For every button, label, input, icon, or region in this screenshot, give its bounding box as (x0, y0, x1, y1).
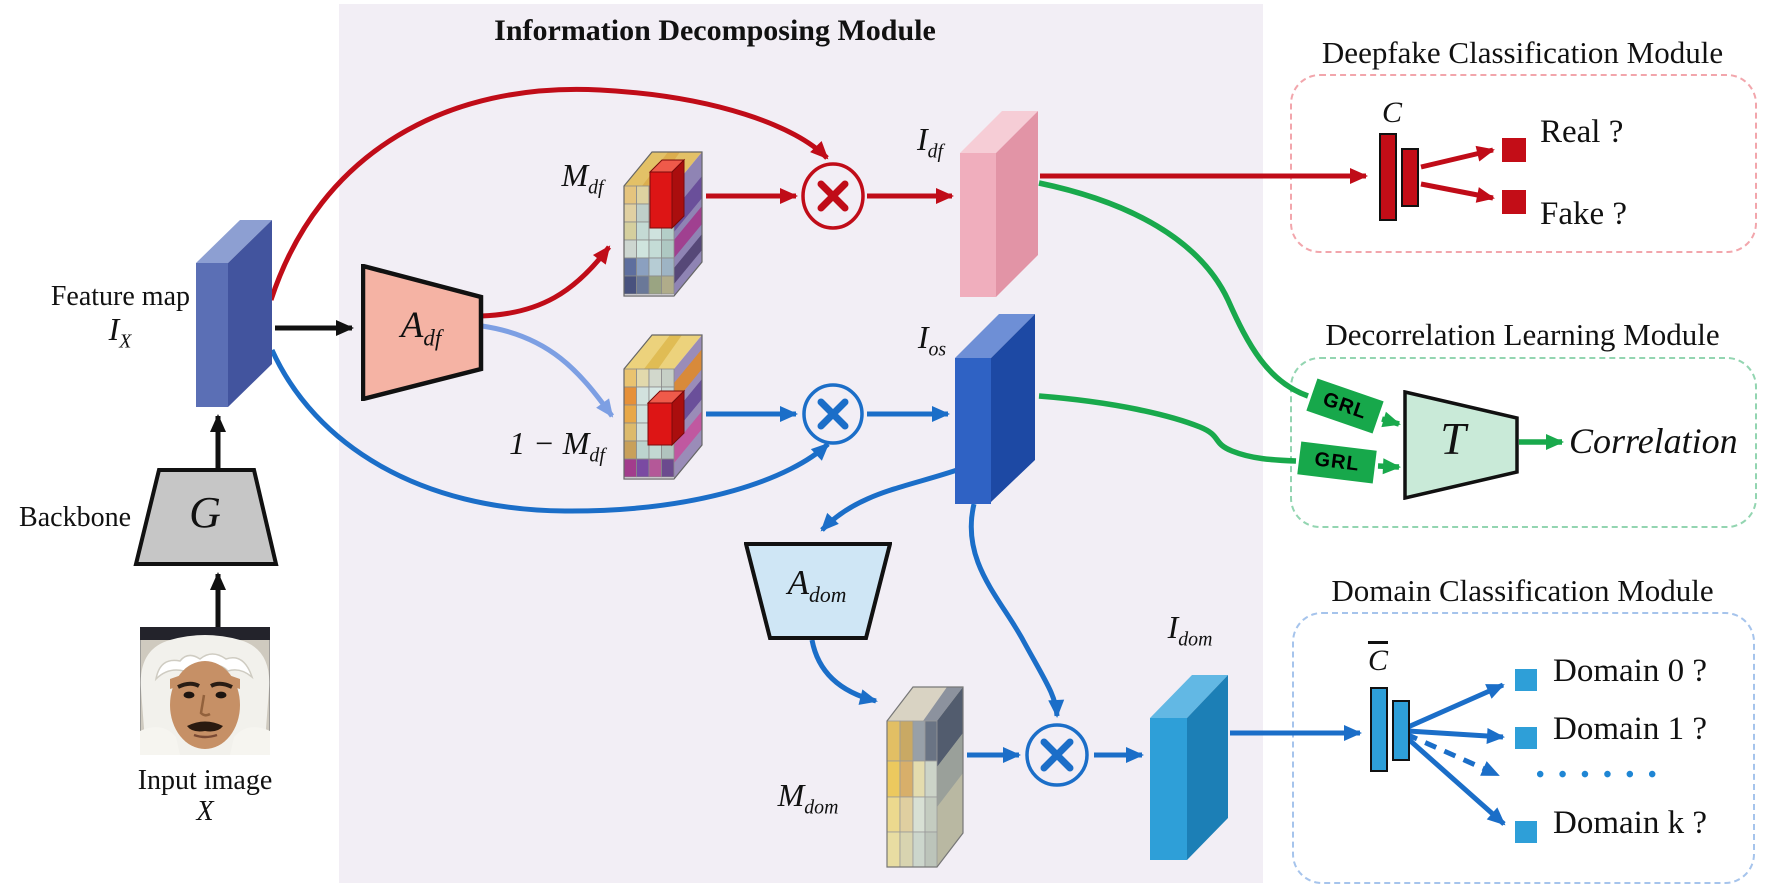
input-image (139, 626, 271, 760)
adom-trapezoid (743, 542, 893, 646)
ios-slab (955, 312, 1037, 509)
panel-title: Information Decomposing Module (494, 14, 936, 47)
curve-ix-to-multiply-os (269, 348, 830, 514)
multiply-icon-os (802, 383, 864, 445)
deepfake-module-box (1290, 74, 1757, 253)
grl-label: GRL (1313, 448, 1361, 476)
domain-classifier-bar-1 (1370, 687, 1388, 772)
idf-slab (960, 109, 1040, 304)
deepfake-module-title: Deepfake Classification Module (1321, 35, 1724, 70)
curve-ios-to-multiply-dom (968, 503, 1065, 718)
mdom-label: Mdom (777, 777, 839, 819)
arrow-classifier-to-ellipsis (1404, 731, 1500, 778)
deepfake-classifier-bar-1 (1379, 133, 1397, 221)
backbone-symbol: G (189, 488, 221, 537)
backbone-trapezoid (133, 468, 279, 572)
curve-ios-to-grl2 (1038, 393, 1297, 464)
information-decomposing-panel (339, 4, 1263, 883)
feature-map-slab (196, 218, 274, 413)
feature-map-label: Feature map (50, 281, 190, 312)
mdf-mask-cube (620, 140, 706, 303)
domain0-label: Domain 0 ? (1553, 653, 1707, 689)
arrow-classifier-to-real (1420, 145, 1495, 170)
decorrelation-module-box (1290, 357, 1757, 528)
curve-idf-to-grl1 (1038, 180, 1309, 399)
deepfake-classifier-bar-2 (1401, 148, 1419, 207)
mdf-label: Mdf (561, 157, 604, 199)
domain-module-title: Domain Classification Module (1331, 573, 1714, 608)
adf-trapezoid (360, 263, 484, 406)
real-output-square (1502, 138, 1526, 162)
backbone-label: Backbone (19, 502, 131, 533)
arrow-classifier-to-domain1 (1407, 728, 1505, 744)
arrow-grl2-to-t (1377, 458, 1401, 475)
adom-label: Adom (787, 563, 847, 607)
feature-map-symbol: IX (108, 311, 132, 353)
real-label: Real ? (1540, 114, 1624, 150)
one-minus-mdf-label: 1 − Mdf (509, 425, 605, 467)
domain-classifier-label: C (1367, 644, 1388, 677)
input-image-label: Input image (137, 765, 273, 796)
input-image-symbol: X (196, 796, 214, 827)
curve-ios-to-adom (820, 466, 961, 532)
domain-ellipsis: • • • • • • (1536, 762, 1661, 788)
idom-label: Idom (1167, 609, 1213, 651)
curve-adom-to-mdom (809, 639, 878, 705)
domain-classifier-bar-2 (1392, 700, 1410, 761)
arrow-classifier-to-domain0 (1406, 682, 1505, 730)
adf-label: Adf (400, 305, 442, 351)
curve-adf-to-one-minus-mdf (481, 323, 615, 418)
multiply-icon-df (801, 162, 865, 230)
one-minus-mdf-cube (620, 321, 706, 488)
decorrelation-module-title: Decorrelation Learning Module (1325, 317, 1720, 352)
t-trapezoid (1403, 389, 1520, 505)
arrow-classifier-to-fake (1420, 181, 1495, 203)
idom-slab (1150, 672, 1230, 867)
curve-adf-to-mdf (480, 245, 611, 319)
correlation-label: Correlation (1569, 421, 1738, 461)
domaink-square (1515, 821, 1537, 843)
domaink-label: Domain k ? (1553, 805, 1707, 841)
fake-output-square (1502, 190, 1526, 214)
domain-module-box (1292, 612, 1755, 884)
multiply-icon-dom (1025, 723, 1089, 787)
t-label: T (1440, 413, 1466, 464)
idf-label: Idf (916, 121, 944, 163)
arrow-grl1-to-t (1381, 411, 1401, 428)
ios-label: Ios (917, 319, 947, 361)
domain1-label: Domain 1 ? (1553, 711, 1707, 747)
arrow-classifier-to-domaink (1404, 735, 1506, 826)
curve-ix-to-multiply-df (268, 86, 829, 301)
mdom-mask-cube (883, 673, 967, 876)
domain1-square (1515, 727, 1537, 749)
fake-label: Fake ? (1540, 196, 1628, 232)
deepfake-classifier-label: C (1381, 96, 1402, 129)
domain0-square (1515, 669, 1537, 691)
